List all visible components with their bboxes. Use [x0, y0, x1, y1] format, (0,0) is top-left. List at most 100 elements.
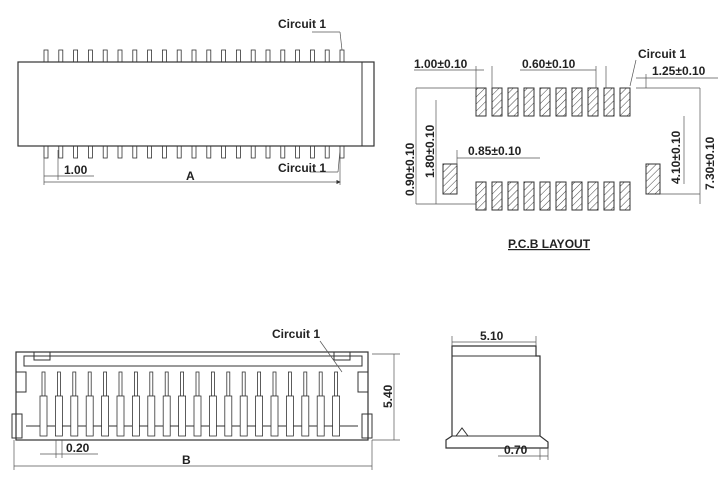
- top-pin-lower: [88, 145, 93, 159]
- front-contact-upper: [226, 371, 231, 397]
- pcb-pitch-label: 1.00±0.10: [414, 57, 468, 71]
- front-view-top-rail: [23, 355, 363, 367]
- front-contact-upper: [180, 371, 185, 397]
- top-pin-lower: [265, 145, 271, 159]
- front-contact-lower: [39, 395, 48, 437]
- top-pin-upper: [221, 49, 227, 63]
- pcb-pad-upper: [619, 87, 631, 117]
- pcb-pads-lower: [475, 181, 631, 211]
- front-contact-upper: [318, 371, 323, 397]
- front-contact-upper: [133, 371, 138, 397]
- top-pin-lower: [235, 145, 241, 159]
- top-pitch-label: 1.00: [64, 163, 88, 177]
- front-contact-lower: [131, 395, 140, 437]
- top-pin-upper: [58, 49, 64, 63]
- pcb-circuit1-label: Circuit 1: [638, 47, 686, 61]
- front-contact-lower: [208, 395, 217, 437]
- pcb-pad-lower: [571, 181, 583, 211]
- front-contact-lower: [178, 395, 187, 437]
- pcb-pad-upper: [571, 87, 583, 117]
- top-pin-upper: [132, 49, 138, 63]
- front-contact-lower: [85, 395, 94, 437]
- top-pin-upper: [295, 49, 301, 63]
- front-contact-lower: [116, 395, 125, 437]
- front-contact-lower: [285, 395, 294, 437]
- top-pin-lower: [295, 145, 301, 159]
- top-view-body: [17, 61, 375, 147]
- top-pin-upper: [191, 49, 197, 63]
- front-contact-upper: [118, 371, 123, 397]
- front-contact-lower: [162, 395, 171, 437]
- top-pin-upper: [280, 49, 286, 63]
- front-contact-lower: [224, 395, 233, 437]
- top-pin-lower: [117, 145, 123, 159]
- front-contact-upper: [87, 371, 92, 397]
- top-pin-upper: [88, 49, 93, 63]
- front-contact-upper: [303, 371, 308, 397]
- front-view-body: [15, 351, 369, 441]
- side-view: 5.10 0.70: [445, 329, 549, 460]
- top-pin-lower: [43, 145, 49, 159]
- pcb-pad-upper: [523, 87, 535, 117]
- front-contact-upper: [257, 371, 262, 397]
- dim-b-label: B: [182, 453, 191, 467]
- top-pin-upper: [43, 49, 49, 63]
- top-pins-upper: [43, 49, 345, 63]
- top-pins-lower: [43, 145, 345, 159]
- front-contact-upper: [272, 371, 277, 397]
- top-pin-upper: [250, 49, 256, 63]
- pcb-offset-label: 0.90±0.10: [403, 142, 417, 196]
- top-pin-lower: [250, 145, 256, 159]
- front-contact-lower: [193, 395, 202, 437]
- top-pin-lower: [161, 145, 167, 159]
- pcb-pad-upper: [507, 87, 519, 117]
- pcb-mountw-label: 0.85±0.10: [468, 144, 522, 158]
- front-contact-upper: [164, 371, 169, 397]
- side-foot-label: 0.70: [504, 443, 528, 457]
- pcb-pad-lower: [619, 181, 631, 211]
- top-pin-lower: [206, 145, 212, 159]
- side-view-body: [445, 345, 549, 449]
- front-contact-lower: [301, 395, 310, 437]
- top-pin-lower: [58, 145, 64, 159]
- pcb-edge-label: 1.25±0.10: [652, 64, 706, 78]
- pcb-pad-lower: [539, 181, 551, 211]
- front-contact-upper: [103, 371, 107, 397]
- pcb-pad-upper: [603, 87, 615, 117]
- top-pin-upper: [265, 49, 271, 63]
- pcb-pad-upper: [539, 87, 551, 117]
- top-pin-lower: [102, 145, 108, 159]
- top-pin-lower: [191, 145, 197, 159]
- top-pin-upper: [73, 49, 78, 63]
- top-pin-lower: [324, 145, 330, 159]
- front-contact-upper: [334, 371, 339, 397]
- pcb-pad-upper: [587, 87, 599, 117]
- front-view: Circuit 1 5.40 0.20 B: [11, 327, 400, 470]
- front-right-notch: [357, 371, 369, 393]
- top-pin-lower: [280, 145, 286, 159]
- top-pin-upper: [147, 49, 153, 63]
- top-pin-upper: [339, 49, 345, 63]
- front-left-latch: [33, 351, 51, 361]
- top-view: Circuit 1 Circuit 1 1.00 A: [17, 17, 375, 185]
- front-contact-upper: [195, 371, 200, 397]
- top-pin-lower: [132, 145, 138, 159]
- pcb-pad-upper: [555, 87, 567, 117]
- front-contact-lower: [70, 395, 79, 437]
- front-contact-lower: [239, 395, 248, 437]
- front-contact-lower: [147, 395, 156, 437]
- top-pin-upper: [235, 49, 241, 63]
- circuit1-bottom-label: Circuit 1: [278, 161, 326, 175]
- top-pin-upper: [161, 49, 167, 63]
- top-pin-lower: [147, 145, 153, 159]
- top-pin-lower: [221, 145, 227, 159]
- pcb-padlen-label: 1.80±0.10: [423, 124, 437, 178]
- pcb-layout-title: P.C.B LAYOUT: [508, 237, 591, 251]
- pcb-pad-lower: [507, 181, 519, 211]
- pcb-circuit1-leader: [629, 59, 637, 87]
- pcb-layout: 1.00±0.10 0.60±0.10 Circuit 1 1.25±0.10 …: [403, 47, 718, 251]
- front-contact-lower: [255, 395, 264, 437]
- side-width-label: 5.10: [480, 329, 504, 343]
- front-left-foot: [11, 413, 23, 439]
- top-pin-upper: [117, 49, 123, 63]
